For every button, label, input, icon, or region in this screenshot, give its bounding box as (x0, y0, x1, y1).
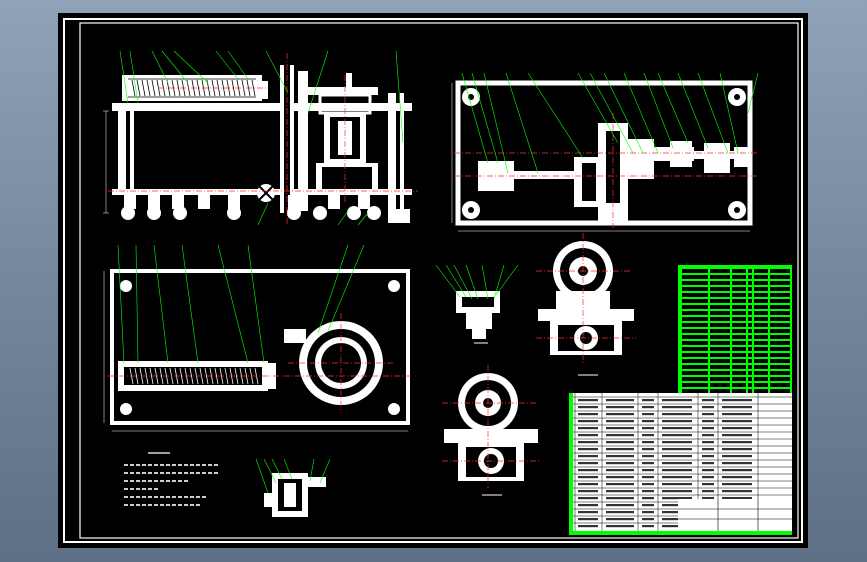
cad-drawing (63, 18, 803, 543)
technical-notes (124, 452, 218, 506)
side-view (103, 244, 413, 432)
detail-view-2 (435, 264, 519, 344)
parts-list-table (569, 265, 792, 535)
front-view (103, 50, 418, 226)
top-view (451, 72, 759, 232)
inner-frame (79, 22, 799, 539)
detail-view-1 (255, 458, 331, 539)
section-view-2 (442, 365, 540, 496)
section-view-1 (536, 233, 636, 376)
drawing-sheet (58, 13, 808, 548)
outer-frame (63, 18, 803, 543)
